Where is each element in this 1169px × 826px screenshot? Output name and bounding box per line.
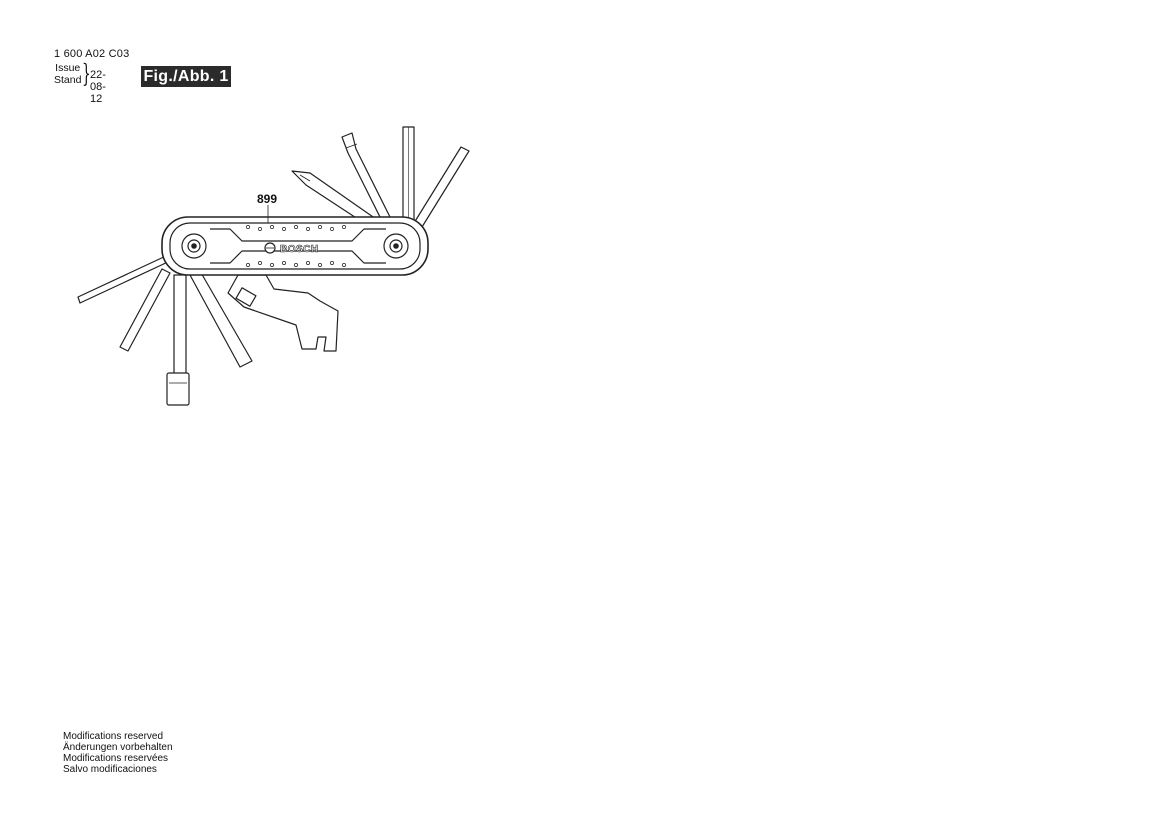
stand-label: Stand: [54, 73, 82, 86]
issue-labels: Issue Stand: [54, 62, 82, 86]
pivot-screw-left: [181, 233, 207, 259]
issue-label: Issue: [55, 62, 81, 74]
disclaimer-line: Änderungen vorbehalten: [63, 742, 173, 753]
brand-text: BOSCH: [280, 244, 319, 255]
disclaimer-line: Salvo modificaciones: [63, 764, 157, 775]
bosch-logo-icon: [264, 242, 276, 254]
socket-tool: [166, 274, 190, 406]
callout-number: 899: [257, 192, 277, 206]
disclaimer-block: Modifications reserved Änderungen vorbeh…: [63, 731, 173, 775]
multitool-diagram: BOSCH 899: [77, 126, 470, 406]
pivot-screw-right: [383, 233, 409, 259]
brace-icon: }: [82, 59, 91, 88]
issue-date: 22-08-12: [90, 69, 106, 105]
spoke-wrench: [227, 274, 339, 352]
hex-key-left-lower: [119, 268, 171, 352]
part-number: 1 600 A02 C03: [54, 48, 130, 60]
handle-body: [161, 216, 429, 276]
figure-badge: Fig./Abb. 1: [141, 66, 231, 87]
hex-key-angled-right: [413, 146, 470, 228]
hex-key-tall: [402, 126, 415, 228]
disclaimer-line: Modifications reserved: [63, 731, 164, 742]
disclaimer-line: Modifications reservées: [63, 753, 169, 764]
